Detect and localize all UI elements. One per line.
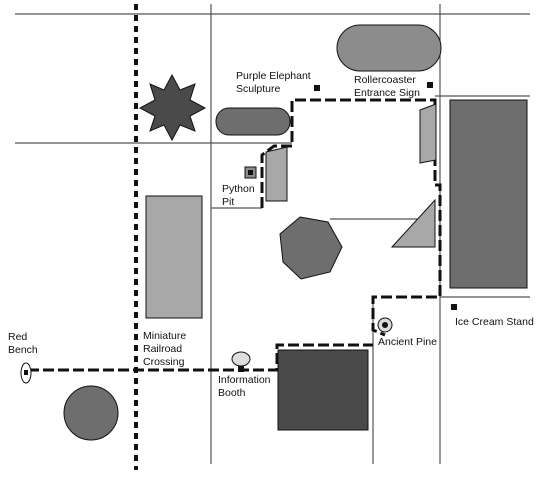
info-booth-icon: [231, 351, 251, 367]
label-purple-elephant: Purple Elephant Sculpture: [236, 70, 314, 95]
park-shapes: [63, 24, 528, 441]
label-red-bench: Red Bench: [8, 331, 38, 356]
python-slab: [265, 146, 288, 202]
info-booth-marker: [238, 366, 244, 372]
purple-elephant-shape: [215, 107, 291, 136]
left-building: [145, 195, 203, 319]
label-info-booth: Information Booth: [218, 374, 273, 399]
walking-path: [28, 98, 442, 372]
dark-square-building: [277, 349, 369, 431]
label-ice-cream: Ice Cream Stand: [455, 316, 534, 328]
label-railroad-crossing: Miniature Railroad Crossing: [143, 330, 189, 368]
path-lower: [28, 343, 373, 372]
markers: [20, 82, 457, 384]
red-bench-marker: [24, 370, 28, 375]
circle-shape: [63, 385, 119, 441]
rollercoaster-slab: [419, 103, 437, 164]
big-right-building: [449, 99, 528, 289]
rollercoaster-marker: [427, 82, 433, 88]
python-pit-marker: [248, 170, 253, 175]
heptagon-shape: [279, 216, 343, 280]
ancient-pine-marker: [382, 322, 388, 328]
triangle-shape: [390, 198, 436, 248]
purple-elephant-marker: [314, 85, 320, 91]
label-rollercoaster: Rollercoaster Entrance Sign: [354, 74, 420, 99]
path-upper: [260, 98, 442, 337]
label-ancient-pine: Ancient Pine: [378, 336, 437, 348]
ice-cream-marker: [451, 304, 457, 310]
star-shape: [138, 73, 207, 142]
oval-pavilion: [336, 24, 442, 72]
labels: Purple Elephant Sculpture Rollercoaster …: [8, 70, 534, 399]
label-python-pit: Python Pit: [222, 183, 258, 208]
